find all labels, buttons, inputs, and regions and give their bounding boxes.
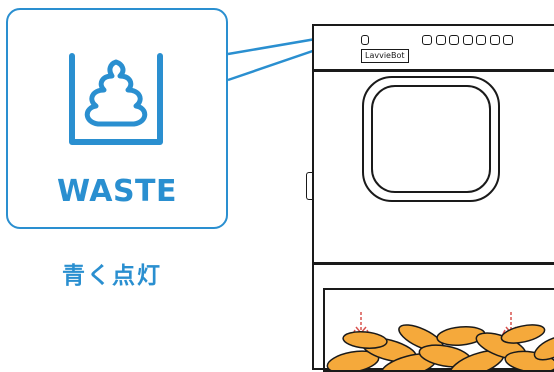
door-window bbox=[362, 76, 500, 202]
status-text: 青く点灯 bbox=[62, 263, 162, 289]
device-side-handle bbox=[306, 172, 312, 200]
waste-indicator-callout: WASTE bbox=[6, 8, 228, 229]
indicator-leds bbox=[422, 35, 513, 45]
waste-litter-pile bbox=[326, 324, 554, 370]
power-button[interactable] bbox=[361, 35, 369, 45]
waste-label: WASTE bbox=[56, 174, 178, 209]
waste-drawer bbox=[323, 288, 554, 372]
door-window-inner bbox=[371, 85, 491, 193]
panel-divider bbox=[314, 69, 554, 72]
brand-logo: LavvieBot bbox=[361, 49, 409, 63]
lavviebot-device: LavvieBot bbox=[312, 24, 554, 372]
waste-icon bbox=[69, 53, 163, 145]
indicator-led bbox=[489, 35, 500, 45]
indicator-led bbox=[449, 35, 459, 45]
indicator-led bbox=[462, 35, 473, 45]
indicator-led bbox=[435, 35, 446, 45]
drawer-contents bbox=[326, 312, 554, 370]
drawer-divider bbox=[314, 262, 554, 265]
indicator-led-waste bbox=[422, 35, 432, 45]
indicator-led bbox=[476, 35, 486, 45]
indicator-led bbox=[503, 35, 513, 45]
